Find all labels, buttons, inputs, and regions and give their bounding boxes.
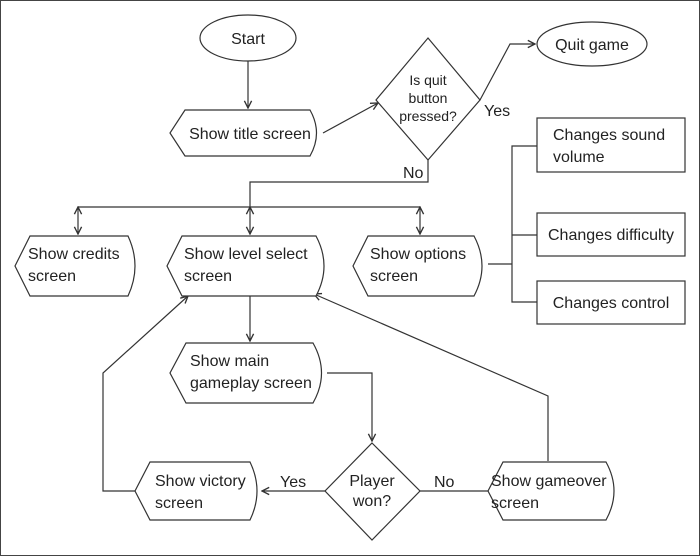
quit-decision-line-3: pressed? <box>399 108 457 124</box>
player-won-node: Player won? <box>324 442 421 541</box>
title-screen-node: Show title screen <box>169 109 318 157</box>
level-select-line-2: screen <box>184 268 232 285</box>
level-select-node: Show level select screen <box>166 235 325 297</box>
quit-yes-label: Yes <box>484 103 510 120</box>
credits-line-1: Show credits <box>28 246 120 263</box>
main-gameplay-line-1: Show main <box>190 353 269 370</box>
arrow-gameplay-to-won <box>327 372 372 441</box>
player-won-line-1: Player <box>349 473 395 490</box>
options-line-1: Show options <box>370 246 466 263</box>
main-gameplay-node: Show main gameplay screen <box>169 342 322 404</box>
quit-game-label: Quit game <box>555 37 629 54</box>
sound-volume-node: Changes sound volume <box>536 117 686 173</box>
quit-no-label: No <box>403 165 424 182</box>
quit-decision-line-1: Is quit <box>409 72 446 88</box>
options-bracket <box>511 145 537 303</box>
arrow-gameover-to-level <box>314 294 549 461</box>
won-no-label: No <box>434 474 455 491</box>
victory-line-2: screen <box>155 495 203 512</box>
options-line-2: screen <box>370 268 418 285</box>
sound-volume-line-2: volume <box>553 149 605 166</box>
gameover-node: Show gameover screen <box>487 461 615 521</box>
credits-line-2: screen <box>28 268 76 285</box>
quit-game-node: Quit game <box>536 21 648 67</box>
difficulty-label: Changes difficulty <box>548 227 674 244</box>
gameover-line-1: Show gameover <box>491 473 607 490</box>
options-node: Show options screen <box>352 235 483 297</box>
gameover-line-2: screen <box>491 495 539 512</box>
quit-decision-line-2: button <box>409 90 448 106</box>
level-select-line-1: Show level select <box>184 246 308 263</box>
sound-volume-line-1: Changes sound <box>553 127 665 144</box>
arrow-victory-to-level <box>102 296 188 492</box>
arrow-decision-to-quit <box>479 44 535 101</box>
no-branch-line <box>249 160 429 207</box>
victory-line-1: Show victory <box>155 473 246 490</box>
start-label: Start <box>231 31 265 48</box>
start-node: Start <box>199 14 297 62</box>
control-node: Changes control <box>536 280 686 325</box>
victory-node: Show victory screen <box>134 461 258 521</box>
difficulty-node: Changes difficulty <box>536 212 686 257</box>
arrow-title-to-decision <box>322 103 378 134</box>
player-won-line-2: won? <box>352 493 391 510</box>
main-gameplay-line-2: gameplay screen <box>190 375 312 392</box>
control-label: Changes control <box>553 295 670 312</box>
won-yes-label: Yes <box>280 474 306 491</box>
title-screen-label: Show title screen <box>189 126 311 143</box>
credits-node: Show credits screen <box>14 235 136 297</box>
quit-decision-node: Is quit button pressed? <box>375 37 481 161</box>
